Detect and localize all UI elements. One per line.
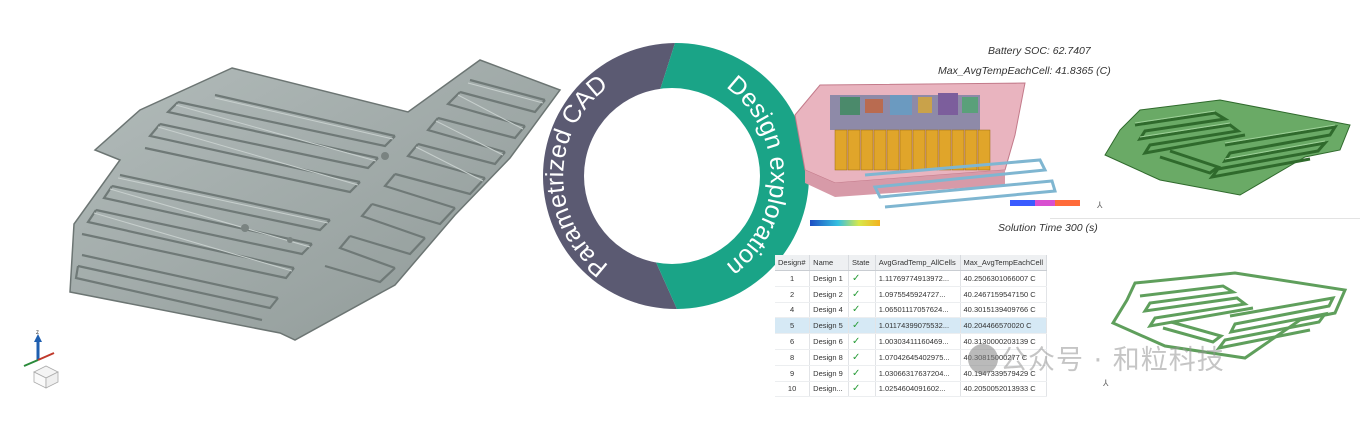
- cell-avg-grad-temp: 1.07042645402975...: [875, 349, 961, 366]
- design-table[interactable]: Design# Name State AvgGradTemp_AllCells …: [775, 255, 1048, 398]
- watermark-text: 公众号 · 和粒科技: [1000, 345, 1225, 376]
- cell-state: ✓: [848, 317, 876, 335]
- design-table-header: Design# Name State AvgGradTemp_AllCells …: [775, 255, 1048, 271]
- cell-design-num: 5: [775, 317, 811, 335]
- axis-triad-icon[interactable]: z: [14, 330, 74, 390]
- cell-avg-grad-temp: 1.03066317637204...: [875, 365, 961, 382]
- cell-state: ✓: [848, 365, 876, 382]
- wechat-logo-icon: [968, 344, 998, 374]
- cell-state: ✓: [848, 302, 876, 319]
- cell-design-num: 9: [775, 365, 811, 382]
- max-temp-label: Max_AvgTempEachCell: 41.8365 (C): [938, 65, 1111, 77]
- axis-triad-small-bottom-icon[interactable]: ⅄: [1103, 378, 1109, 388]
- cell-design-num: 10: [775, 381, 811, 398]
- cell-state: ✓: [848, 270, 876, 287]
- cell-design-num: 1: [775, 270, 811, 287]
- cell-design-num: 2: [775, 286, 811, 303]
- cell-name: Design 2: [809, 286, 849, 303]
- green-cold-plate-bottom: [1110, 271, 1348, 360]
- green-cold-plate-top: [1104, 99, 1351, 196]
- cell-max-avg-temp: 40.2050052013933 C: [960, 381, 1048, 398]
- cell-avg-grad-temp: 1.02546040916​02...: [875, 381, 961, 398]
- axis-triad-small-top-icon[interactable]: ⅄: [1097, 200, 1103, 210]
- coolant-channels: [74, 78, 546, 322]
- cold-plate-body: [69, 59, 562, 341]
- heat-transfer-legend: [810, 220, 880, 226]
- svg-text:z: z: [36, 330, 39, 336]
- cell-name: Design 5: [809, 317, 849, 335]
- col-avg-grad-temp[interactable]: AvgGradTemp_AllCells: [875, 255, 961, 271]
- cell-name: Design 8: [809, 349, 849, 366]
- cell-name: Design 6: [809, 333, 849, 350]
- cell-name: Design...: [809, 381, 849, 398]
- cell-avg-grad-temp: 1.09755459247​27...: [875, 286, 961, 303]
- cell-design-num: 6: [775, 333, 811, 350]
- cell-name: Design 4: [809, 302, 849, 319]
- cell-state: ✓: [848, 286, 876, 303]
- cell-avg-grad-temp: 1.01174399075532...: [875, 317, 961, 335]
- panel-divider: [1050, 218, 1360, 219]
- cold-plate-cad-view: [69, 59, 562, 341]
- battery-soc-label: Battery SOC: 62.7407: [988, 45, 1091, 57]
- cell-design-num: 4: [775, 302, 811, 319]
- cell-avg-grad-temp: 1.00303411160469...: [875, 333, 961, 350]
- solution-time-label: Solution Time 300 (s): [998, 222, 1098, 234]
- col-name[interactable]: Name: [809, 255, 849, 271]
- cell-name: Design 9: [809, 365, 849, 382]
- col-design-num[interactable]: Design#: [775, 255, 811, 271]
- cell-state: ✓: [848, 381, 876, 398]
- col-max-avg-temp[interactable]: Max_AvgTempEachCell: [960, 255, 1048, 271]
- cell-design-num: 8: [775, 349, 811, 366]
- cell-avg-grad-temp: 1.06501117057624...: [875, 302, 961, 319]
- cell-max-avg-temp: 40.204466570020 C: [960, 317, 1048, 335]
- col-state[interactable]: State: [848, 255, 876, 271]
- workflow-ring: Parametrized CAD Design exploration: [541, 42, 810, 310]
- cell-max-avg-temp: 40.3015139409766 C: [960, 302, 1048, 319]
- battery-pack-view: [794, 82, 1080, 209]
- cell-max-avg-temp: 40.2506301066007 C: [960, 270, 1048, 287]
- cell-name: Design 1: [809, 270, 849, 287]
- cell-state: ✓: [848, 349, 876, 366]
- cell-max-avg-temp: 40.2467159547150 C: [960, 286, 1048, 303]
- cell-avg-grad-temp: 1.11769774913972...: [875, 270, 961, 287]
- cell-state: ✓: [848, 333, 876, 350]
